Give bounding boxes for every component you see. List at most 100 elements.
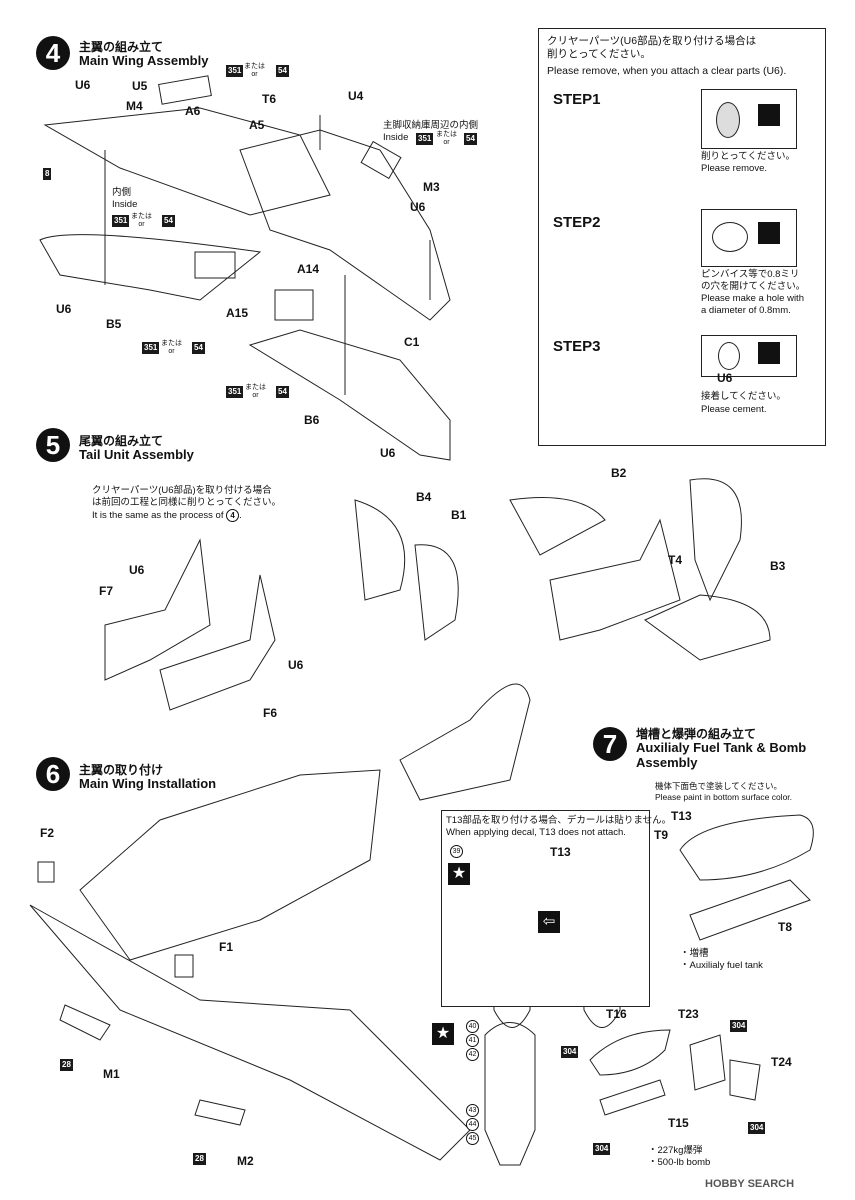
- part-label: B4: [416, 490, 432, 504]
- step-5-title-en: Tail Unit Assembly: [79, 447, 194, 462]
- bomb-caption-en: ・500-lb bomb: [648, 1157, 711, 1168]
- step-6-number: 6: [36, 757, 70, 791]
- part-label: F6: [263, 706, 278, 720]
- part-label: M1: [103, 1067, 120, 1081]
- part-T8: [689, 879, 811, 941]
- part-M4: [158, 75, 212, 105]
- part-label: T24: [771, 1055, 792, 1069]
- part-B1: [414, 544, 459, 641]
- decal-note-box: T13部品を取り付ける場合、デカールは貼りません。 When applying …: [441, 810, 671, 1007]
- part-F7: [104, 538, 211, 681]
- part-label: B6: [304, 413, 320, 427]
- step3-en: Please cement.: [701, 404, 767, 415]
- part-label: B5: [106, 317, 122, 331]
- part-T23: [689, 1034, 726, 1091]
- decal-number: 40: [466, 1020, 479, 1033]
- part-label: M2: [237, 1154, 254, 1168]
- step-4-title-en: Main Wing Assembly: [79, 53, 209, 68]
- clear-parts-box: クリヤーパーツ(U6部品)を取り付ける場合は削りとってください。 Please …: [538, 28, 826, 446]
- decal-number: 45: [466, 1132, 479, 1145]
- part-M2: [194, 1099, 246, 1126]
- paint-code: 8: [43, 168, 52, 180]
- part-T16: [589, 1029, 671, 1076]
- part-M1: [59, 1004, 111, 1041]
- fin-right: [689, 478, 742, 602]
- part-label: C1: [404, 335, 420, 349]
- part-label: A15: [226, 306, 249, 320]
- part-label: U6: [56, 302, 72, 316]
- paint-code: 351: [226, 65, 244, 77]
- paint-code: 304: [593, 1143, 611, 1155]
- paint-note-jp: 機体下面色で塗装してください。: [655, 781, 782, 791]
- rear-fuselage: [399, 683, 531, 801]
- step2-label: STEP2: [553, 214, 601, 231]
- step-7-title-en-1: Auxilialy Fuel Tank & Bomb: [636, 740, 807, 755]
- fuselage-wing-center: [239, 129, 451, 321]
- paint-code: 304: [730, 1020, 748, 1032]
- part-B3: [644, 594, 771, 661]
- decal-number: 44: [466, 1118, 479, 1131]
- paint-code: 54: [464, 133, 477, 145]
- part-label: A5: [249, 118, 265, 132]
- part-label: M4: [126, 99, 143, 113]
- decal-number: 39: [450, 845, 463, 858]
- step-5-number: 5: [36, 428, 70, 462]
- step1-en: Please remove.: [701, 163, 768, 174]
- decal-note-jp: T13部品を取り付ける場合、デカールは貼りません。: [446, 815, 672, 826]
- step1-label: STEP1: [553, 91, 601, 108]
- part-F2: [37, 861, 55, 883]
- paint-code: 351: [142, 342, 160, 354]
- clear-note-en: Please remove, when you attach a clear p…: [547, 65, 787, 77]
- bomb-drawing: [484, 1022, 536, 1166]
- paint-code: 304: [561, 1046, 579, 1058]
- tail-assembly: [549, 518, 681, 641]
- part-B2: [509, 497, 606, 556]
- part-label: F2: [40, 826, 55, 840]
- part-label: A14: [297, 262, 320, 276]
- part-label: U6: [75, 78, 91, 92]
- step-7-number: 7: [593, 727, 627, 761]
- paint-code: 54: [276, 65, 289, 77]
- step2-illustration: [701, 209, 797, 267]
- paint-note-en: Please paint in bottom surface color.: [655, 792, 793, 802]
- part-T9: [679, 814, 814, 881]
- part-label: T4: [668, 553, 683, 567]
- part-F6: [159, 574, 276, 711]
- part-label: T23: [678, 1007, 699, 1021]
- decal-number: 43: [466, 1104, 479, 1117]
- part-label: B2: [611, 466, 627, 480]
- paint-code: 304: [748, 1122, 766, 1134]
- t13-label: T13: [550, 845, 571, 859]
- clear-note-jp: クリヤーパーツ(U6部品)を取り付ける場合は削りとってください。: [547, 35, 757, 61]
- step5-note: クリヤーパーツ(U6部品)を取り付ける場合 は前回の工程と同様に削りとってくださ…: [92, 485, 281, 522]
- part-label: U5: [132, 79, 148, 93]
- paint-code: 54: [192, 342, 205, 354]
- part-label: M3: [423, 180, 440, 194]
- decal-note-en: When applying decal, T13 does not attach…: [446, 827, 626, 838]
- fuselage-main: [79, 769, 381, 961]
- part-label: A6: [185, 104, 201, 118]
- part-label: U6: [410, 200, 426, 214]
- part-T15: [599, 1079, 666, 1116]
- part-label: T8: [778, 920, 793, 934]
- paint-code: 351: [226, 386, 244, 398]
- paint-code: 28: [60, 1059, 73, 1071]
- decal-number: 42: [466, 1048, 479, 1061]
- step-4-number: 4: [36, 36, 70, 70]
- part-label: U6: [129, 563, 145, 577]
- part-A15: [194, 251, 236, 279]
- decal-number: 41: [466, 1034, 479, 1047]
- part-label: T9: [654, 828, 669, 842]
- part-M3: [360, 140, 402, 180]
- step3-label: STEP3: [553, 338, 601, 355]
- part-label: B3: [770, 559, 786, 573]
- lower-wing-right: [248, 329, 451, 461]
- star-insignia-icon: ★: [448, 863, 470, 885]
- part-label: F7: [99, 584, 114, 598]
- arrow-icon: ⇦: [538, 911, 560, 933]
